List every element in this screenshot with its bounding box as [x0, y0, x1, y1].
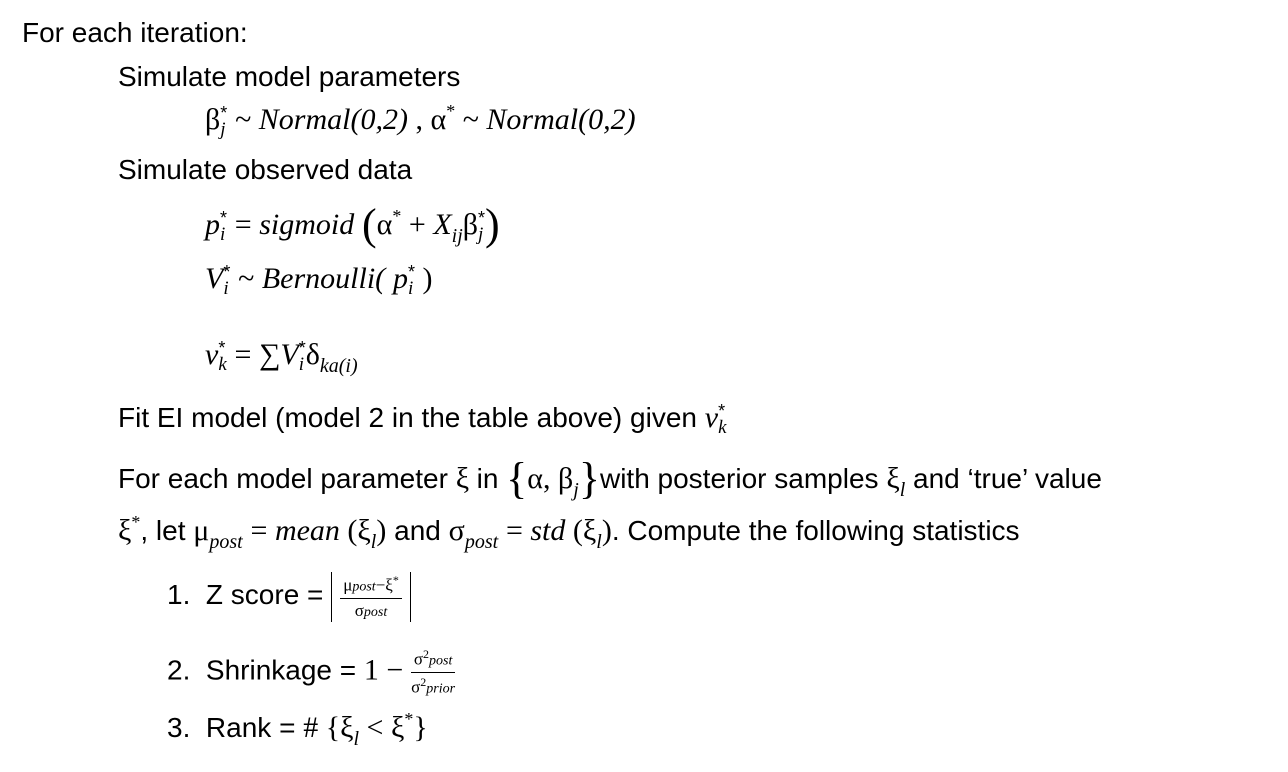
stat-rank: 3. Rank = # {ξl < ξ*}	[167, 709, 428, 750]
z-score-formula: μpost−ξ* σpost	[331, 572, 411, 622]
equation-param-priors: β*j ~ Normal(0,2) , α* ~ Normal(0,2)	[205, 101, 636, 141]
step-simulate-params: Simulate model parameters	[118, 61, 461, 92]
let-definitions: ξ*, let μpost = mean (ξl) and σpost = st…	[118, 512, 1020, 553]
equation-bernoulli: V*i ~ Bernoulli( p*i )	[205, 262, 433, 300]
stat-z-score: 1. Z score = μpost−ξ* σpost	[167, 572, 411, 622]
heading-line: For each iteration:	[22, 16, 248, 50]
heading: For each iteration:	[22, 17, 248, 48]
step-for-each: For each model parameter ξ in {α, βj}wit…	[118, 454, 1102, 503]
equation-sigmoid: p*i = sigmoid (α* + Xijβ*j)	[205, 200, 500, 249]
stat-shrinkage: 2. Shrinkage = 1 − σ2post σ2prior	[167, 647, 456, 697]
shrinkage-formula: σ2post σ2prior	[410, 647, 456, 697]
step-fit: Fit EI model (model 2 in the table above…	[118, 401, 727, 439]
step-simulate-data: Simulate observed data	[118, 154, 413, 185]
